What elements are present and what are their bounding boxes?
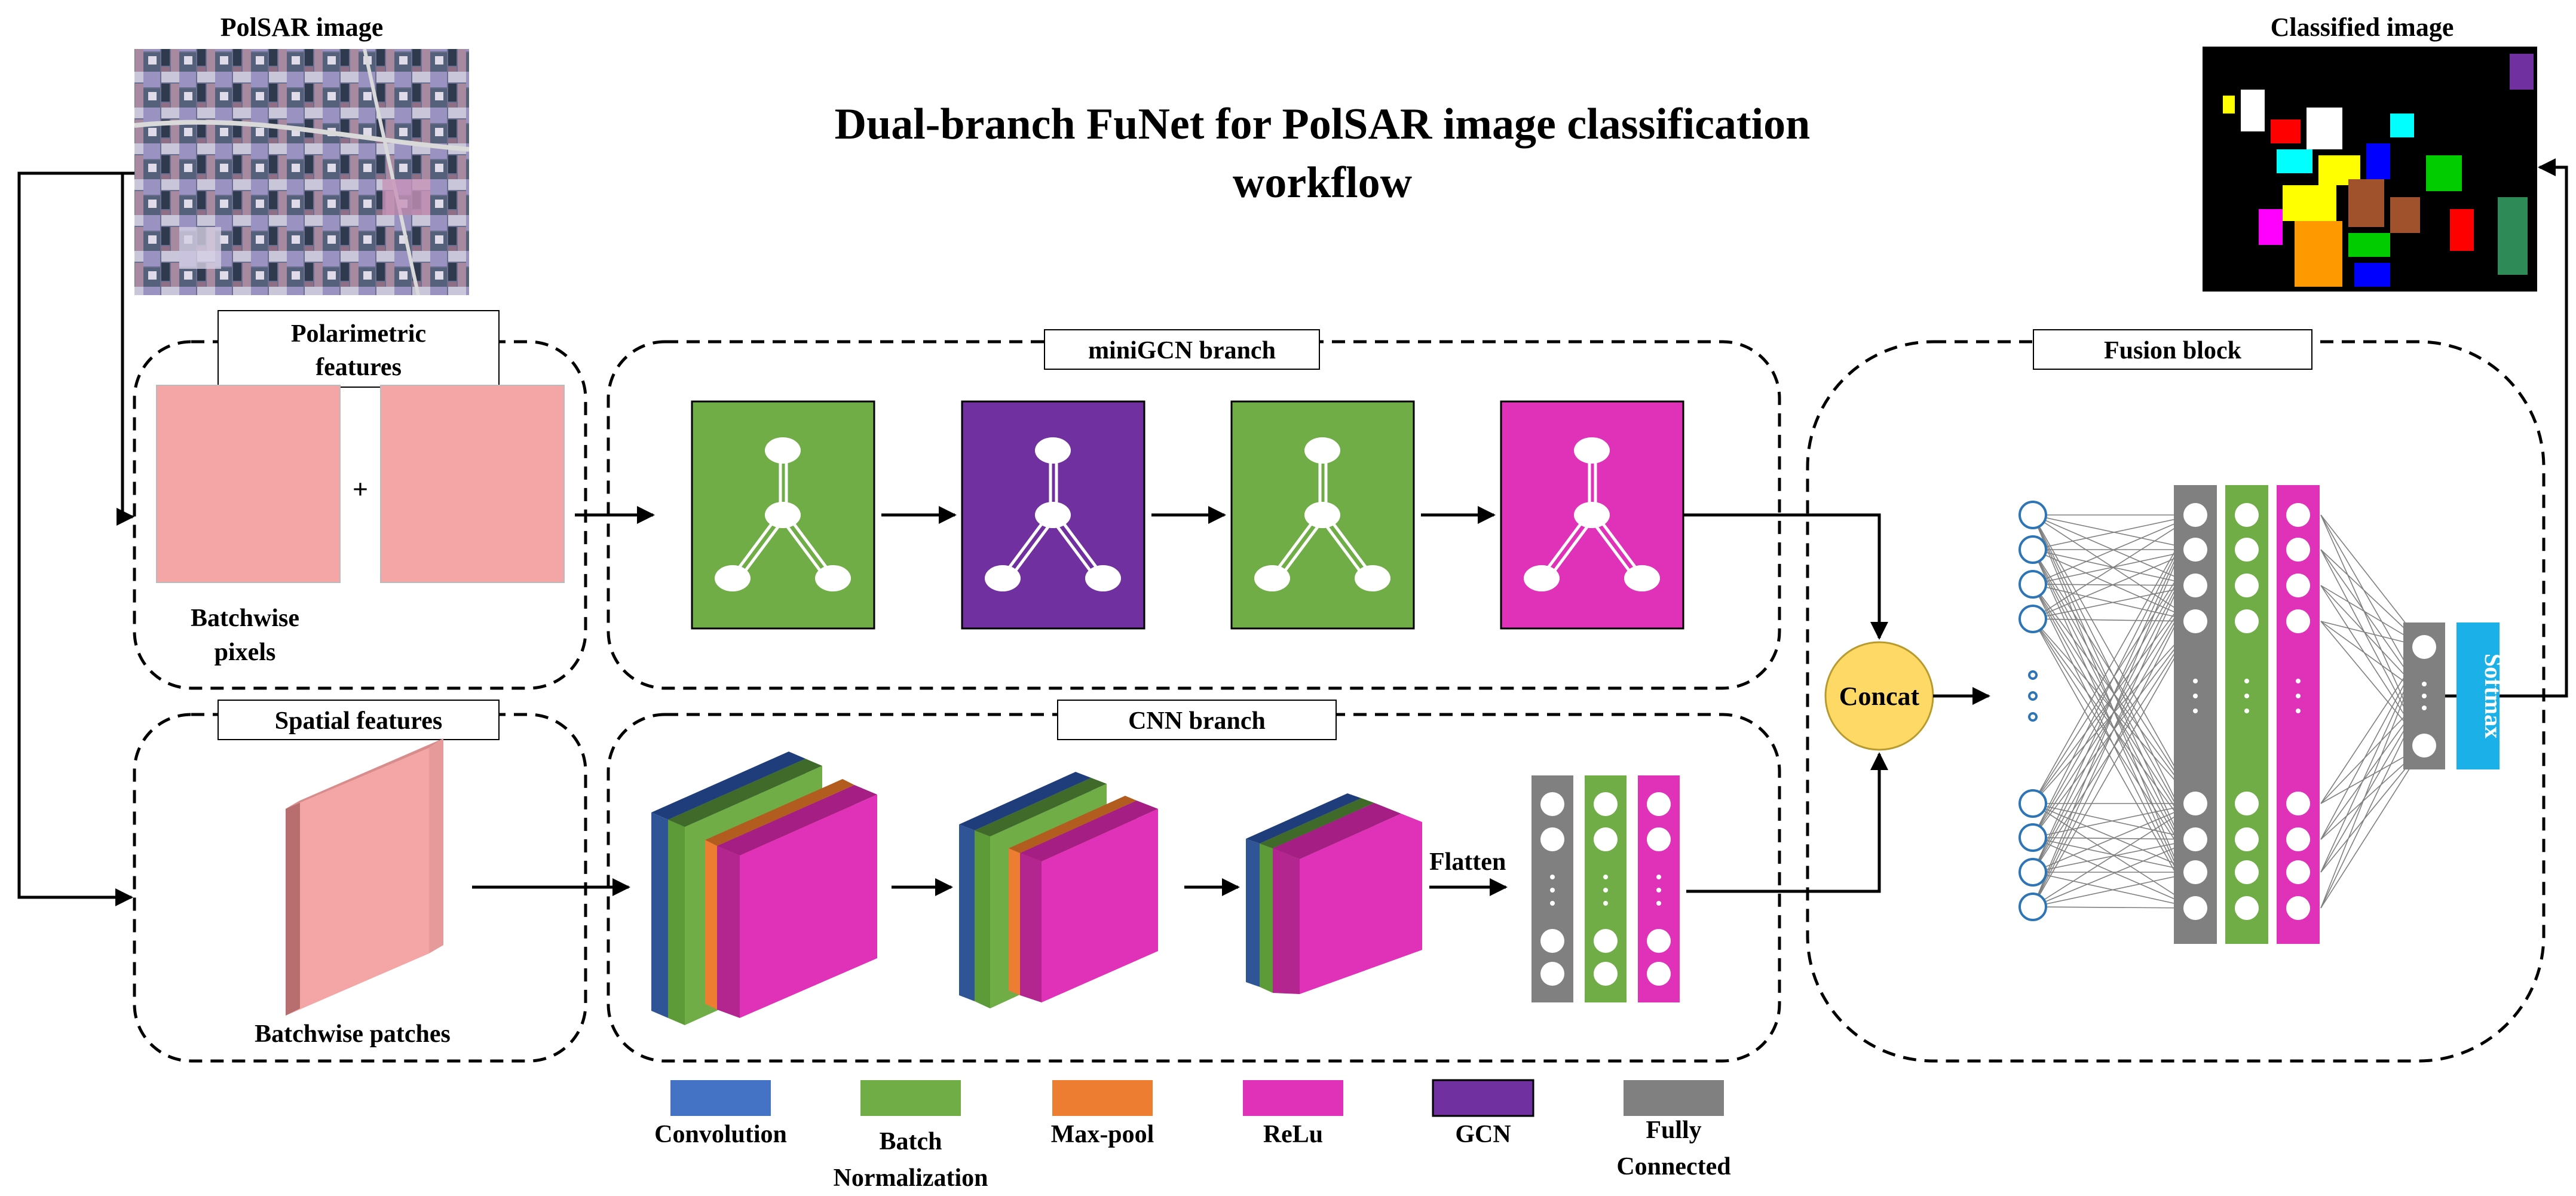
cnn-stack-3 — [1246, 793, 1422, 994]
batchwise-patches: Batchwise patches — [255, 1020, 451, 1048]
arrow-cnn-to-concat — [1686, 752, 1888, 893]
batchwise-pixels-line-1: Batchwise — [191, 605, 299, 632]
legend-item-max-pool: Max-pool — [1051, 1080, 1154, 1148]
flatten-label: Flatten — [1429, 848, 1506, 876]
concat-node: Concat — [1824, 641, 1934, 751]
fc-input-neurons — [2018, 501, 2047, 921]
polsar-image — [134, 48, 470, 296]
graph-icon — [1254, 437, 1390, 591]
legend-label-line-2: Normalization — [834, 1164, 988, 1192]
input-image-label: PolSAR image — [220, 13, 384, 42]
gcn-layer-gcn — [961, 400, 1145, 630]
fusion-block-panel: Fusion block — [1806, 329, 2546, 1063]
minigcn-header: miniGCN branch — [1088, 337, 1276, 364]
spatial-patch-block — [286, 738, 443, 1016]
legend-label: Convolution — [654, 1121, 787, 1148]
gcn-layer-relu — [1500, 400, 1684, 630]
cnn-header: CNN branch — [1128, 707, 1266, 735]
legend-label: ReLu — [1263, 1121, 1323, 1148]
graph-icon — [985, 437, 1121, 591]
title-line-2: workflow — [1233, 158, 1413, 207]
legend: Convolution Batch Normalization Max-pool… — [654, 1079, 1731, 1192]
input-connector-upper — [117, 171, 134, 526]
concat-label: Concat — [1839, 682, 1920, 711]
fc-network: Softmax — [2018, 485, 2507, 944]
legend-item-gcn: GCN — [1432, 1079, 1534, 1148]
polarimetric-features-panel: Polarimetric features + Batchwise pixels — [133, 310, 587, 690]
fc-column-magenta — [1638, 775, 1680, 1002]
fc-hidden-green — [2225, 485, 2268, 944]
classified-image — [2203, 47, 2537, 292]
legend-item-convolution: Convolution — [654, 1080, 787, 1148]
cnn-stack-1 — [651, 752, 877, 1025]
graph-icon — [715, 437, 851, 591]
cnn-stack-2 — [959, 772, 1158, 1008]
softmax-label: Softmax — [2480, 654, 2507, 738]
gcn-layer-bn-1 — [691, 400, 875, 630]
arrow-gcn-to-concat — [1683, 513, 1888, 640]
polarimetric-header-line-2: features — [316, 354, 402, 381]
feature-block-1 — [156, 385, 341, 583]
spatial-features-panel: Spatial features Batchwise patches — [133, 700, 587, 1063]
polarimetric-header-line-1: Polarimetric — [291, 320, 426, 348]
softmax-layer: Softmax — [2456, 622, 2507, 769]
fc-column-green — [1585, 775, 1627, 1002]
fusion-header: Fusion block — [2104, 337, 2242, 364]
legend-label: GCN — [1455, 1121, 1511, 1148]
fc-output-gray — [2403, 622, 2445, 769]
fc-hidden-gray — [2174, 485, 2217, 944]
minigcn-branch-panel: miniGCN branch — [607, 329, 1781, 690]
legend-item-relu: ReLu — [1243, 1080, 1343, 1148]
plus-sign: + — [353, 474, 368, 504]
title-line-1: Dual-branch FuNet for PolSAR image class… — [835, 100, 1811, 149]
cnn-branch-panel: CNN branch — [607, 700, 1781, 1063]
legend-item-batch-normalization: Batch Normalization — [834, 1080, 988, 1192]
fc-hidden-magenta — [2277, 485, 2320, 944]
input-connector — [17, 171, 134, 906]
graph-icon — [1524, 437, 1660, 591]
gcn-layer-bn-2 — [1230, 400, 1415, 630]
batchwise-pixels-line-2: pixels — [215, 639, 276, 666]
legend-label: Fully — [1646, 1117, 1701, 1144]
feature-block-2 — [380, 385, 565, 583]
legend-label: Batch — [880, 1128, 942, 1155]
output-image-label: Classified image — [2271, 13, 2454, 42]
legend-label: Max-pool — [1051, 1121, 1154, 1148]
spatial-header: Spatial features — [275, 707, 442, 735]
fc-column-gray — [1531, 775, 1573, 1002]
legend-item-fully-connected: Fully Connected — [1616, 1080, 1731, 1180]
legend-label-line-2: Connected — [1616, 1153, 1730, 1180]
